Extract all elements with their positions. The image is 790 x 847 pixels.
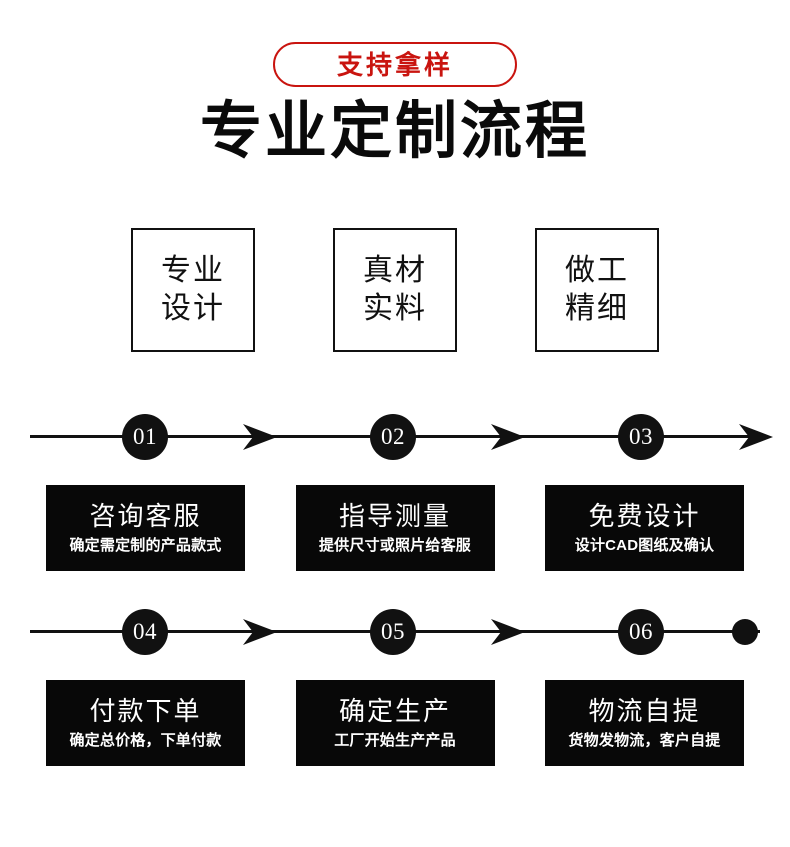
- timeline-track-2: 04 05 06: [0, 609, 790, 655]
- step-subtitle-01: 确定需定制的产品款式: [69, 536, 222, 554]
- arrow-right-icon: [739, 424, 773, 450]
- feature-box-2-line1: 真材: [363, 253, 427, 287]
- caption-group-row-1: 咨询客服 确定需定制的产品款式 指导测量 提供尺寸或照片给客服 免费设计 设计C…: [46, 485, 744, 571]
- step-number-04: 04: [133, 619, 157, 644]
- step-caption-05: 确定生产 工厂开始生产产品: [295, 680, 495, 766]
- step-caption-04: 付款下单 确定总价格，下单付款: [46, 680, 245, 766]
- step-title-02: 指导测量: [338, 500, 451, 531]
- step-subtitle-05: 工厂开始生产产品: [334, 731, 456, 749]
- feature-box-1-line1: 专业: [161, 253, 225, 287]
- step-caption-03: 免费设计 设计CAD图纸及确认: [545, 485, 744, 571]
- step-caption-06: 物流自提 货物发物流，客户自提: [545, 680, 744, 766]
- step-title-04: 付款下单: [89, 695, 202, 726]
- step-title-05: 确定生产: [338, 695, 451, 726]
- step-node-05: 05: [370, 609, 416, 655]
- timeline-track-1: 01 02 03: [0, 414, 790, 460]
- step-number-06: 06: [629, 619, 653, 644]
- feature-box-3-line2: 精细: [565, 292, 629, 325]
- page-title: 专业定制流程: [199, 97, 590, 166]
- step-node-04: 04: [122, 609, 168, 655]
- step-node-03: 03: [618, 414, 664, 460]
- step-node-06: 06: [618, 609, 664, 655]
- feature-box-1-line2: 设计: [161, 292, 225, 325]
- timeline-end-dot: [732, 619, 758, 645]
- step-number-02: 02: [381, 424, 405, 449]
- feature-box-2-line2: 实料: [363, 292, 427, 325]
- arrow-right-icon: [491, 619, 525, 645]
- feature-box-group: 专业 设计 真材 实料 做工 精细: [131, 228, 659, 352]
- step-caption-02: 指导测量 提供尺寸或照片给客服: [295, 485, 495, 571]
- caption-group-row-2: 付款下单 确定总价格，下单付款 确定生产 工厂开始生产产品 物流自提 货物发物流…: [46, 680, 744, 766]
- feature-box-2: 真材 实料: [333, 228, 457, 352]
- step-title-01: 咨询客服: [89, 500, 202, 531]
- badge-container: 支持拿样: [0, 42, 790, 87]
- step-number-03: 03: [629, 424, 653, 449]
- step-title-06: 物流自提: [588, 695, 701, 726]
- step-node-01: 01: [122, 414, 168, 460]
- feature-box-3-line1: 做工: [565, 253, 629, 287]
- step-subtitle-03: 设计CAD图纸及确认: [574, 536, 715, 554]
- step-number-01: 01: [133, 424, 157, 449]
- step-caption-01: 咨询客服 确定需定制的产品款式: [46, 485, 245, 571]
- feature-box-3: 做工 精细: [535, 228, 659, 352]
- step-subtitle-04: 确定总价格，下单付款: [69, 731, 222, 749]
- feature-box-1: 专业 设计: [131, 228, 255, 352]
- step-subtitle-02: 提供尺寸或照片给客服: [318, 536, 471, 554]
- arrow-right-icon: [243, 424, 277, 450]
- step-subtitle-06: 货物发物流，客户自提: [568, 731, 721, 749]
- arrow-right-icon: [243, 619, 277, 645]
- sample-support-badge: 支持拿样: [273, 42, 517, 87]
- arrow-right-icon: [491, 424, 525, 450]
- step-node-02: 02: [370, 414, 416, 460]
- step-title-03: 免费设计: [588, 500, 701, 531]
- step-number-05: 05: [381, 619, 405, 644]
